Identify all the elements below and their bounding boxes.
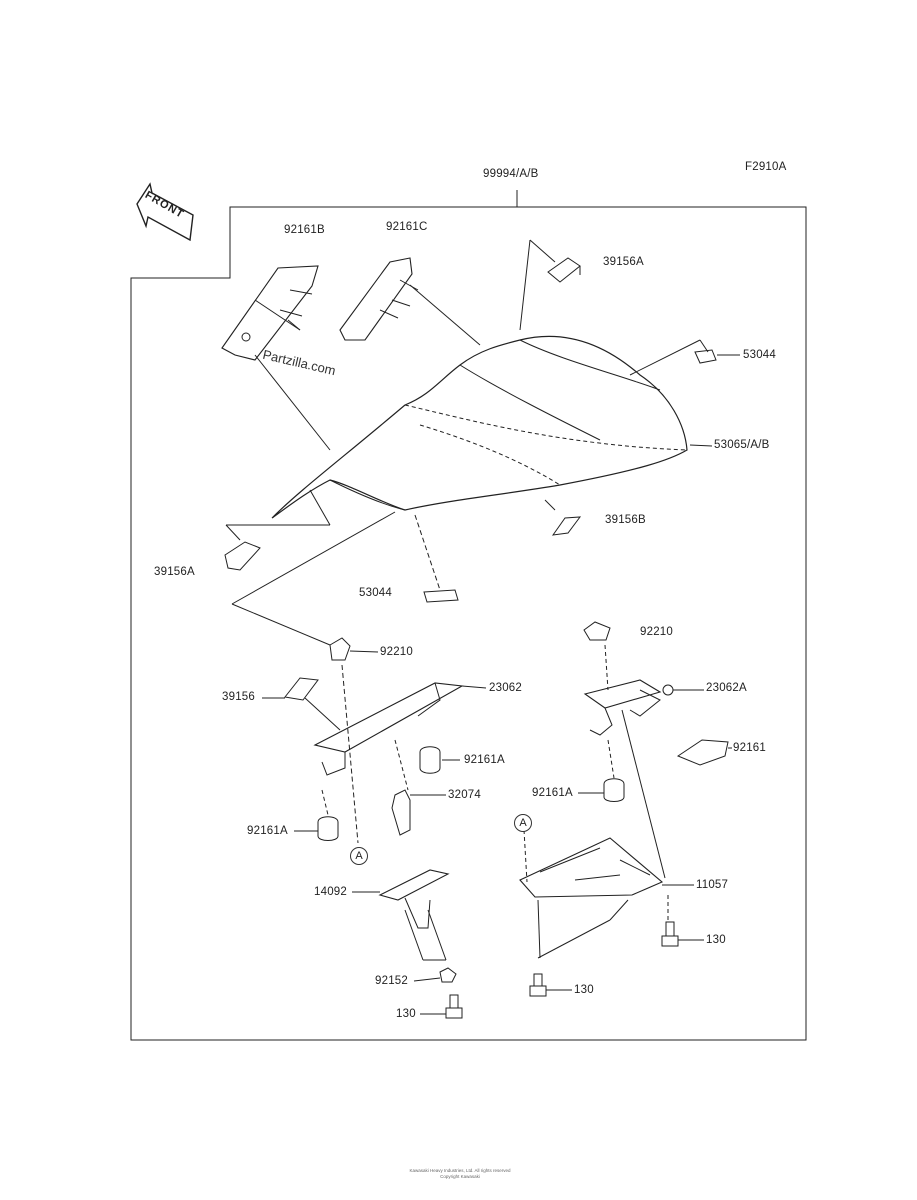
label-11057: 11057	[696, 879, 729, 891]
bolt-130-left	[445, 994, 463, 1019]
label-39156: 39156	[222, 691, 255, 703]
label-130-left: 130	[396, 1008, 416, 1020]
label-39156B: 39156B	[605, 514, 646, 526]
part-92161	[676, 739, 729, 766]
part-39156A-left	[224, 541, 261, 571]
callout-a-right: A	[514, 814, 532, 832]
nut-92210-right	[583, 621, 611, 641]
bumper-92161A-left	[317, 816, 339, 841]
label-23062A: 23062A	[706, 682, 747, 694]
label-130-right-top: 130	[706, 934, 726, 946]
part-32074	[391, 789, 411, 836]
label-14092: 14092	[314, 886, 347, 898]
label-92161A-left: 92161A	[247, 825, 288, 837]
part-39156B	[551, 516, 582, 536]
bracket-14092	[378, 869, 450, 901]
bracket-23062	[313, 682, 464, 753]
label-92161B: 92161B	[284, 224, 325, 236]
bolt-130-right-top	[661, 921, 679, 947]
bolt-130-right-bottom	[529, 973, 547, 997]
bracket-92161B	[221, 265, 319, 361]
front-arrow-icon	[136, 182, 194, 242]
part-53044-right	[694, 349, 717, 364]
figure-code: F2910A	[745, 161, 787, 173]
label-53044-right: 53044	[743, 349, 776, 361]
label-92161A-right: 92161A	[532, 787, 573, 799]
label-53065: 53065/A/B	[714, 439, 770, 451]
part-39156A-top	[547, 257, 581, 283]
label-32074: 32074	[448, 789, 481, 801]
nut-92152	[439, 967, 457, 983]
label-39156A-left: 39156A	[154, 566, 195, 578]
part-53044-bottom	[423, 589, 459, 603]
bracket-92161C	[339, 257, 413, 341]
label-92210-left: 92210	[380, 646, 413, 658]
label-39156A-top: 39156A	[603, 256, 644, 268]
label-92161C: 92161C	[386, 221, 428, 233]
bumper-92161A-mid	[419, 746, 441, 774]
label-92152: 92152	[375, 975, 408, 987]
assembly-label: 99994/A/B	[483, 168, 539, 180]
label-92210-right: 92210	[640, 626, 673, 638]
footer-line-2: Copyright Kawasaki	[440, 1174, 480, 1179]
label-130-right-bottom: 130	[574, 984, 594, 996]
label-23062: 23062	[489, 682, 522, 694]
seat-cowl	[271, 335, 688, 519]
label-92161A-mid: 92161A	[464, 754, 505, 766]
diagram-frame	[130, 206, 807, 1041]
label-53044-bottom: 53044	[359, 587, 392, 599]
bumper-92161A-right	[603, 778, 625, 802]
callout-a-left: A	[350, 847, 368, 865]
bracket-23062A	[583, 679, 662, 709]
plate-11057	[519, 837, 664, 898]
footer-line-1: Kawasaki Heavy Industries, Ltd. All righ…	[409, 1168, 511, 1173]
part-39156	[284, 677, 319, 701]
label-92161: 92161	[733, 742, 766, 754]
nut-92210-left	[329, 637, 351, 661]
